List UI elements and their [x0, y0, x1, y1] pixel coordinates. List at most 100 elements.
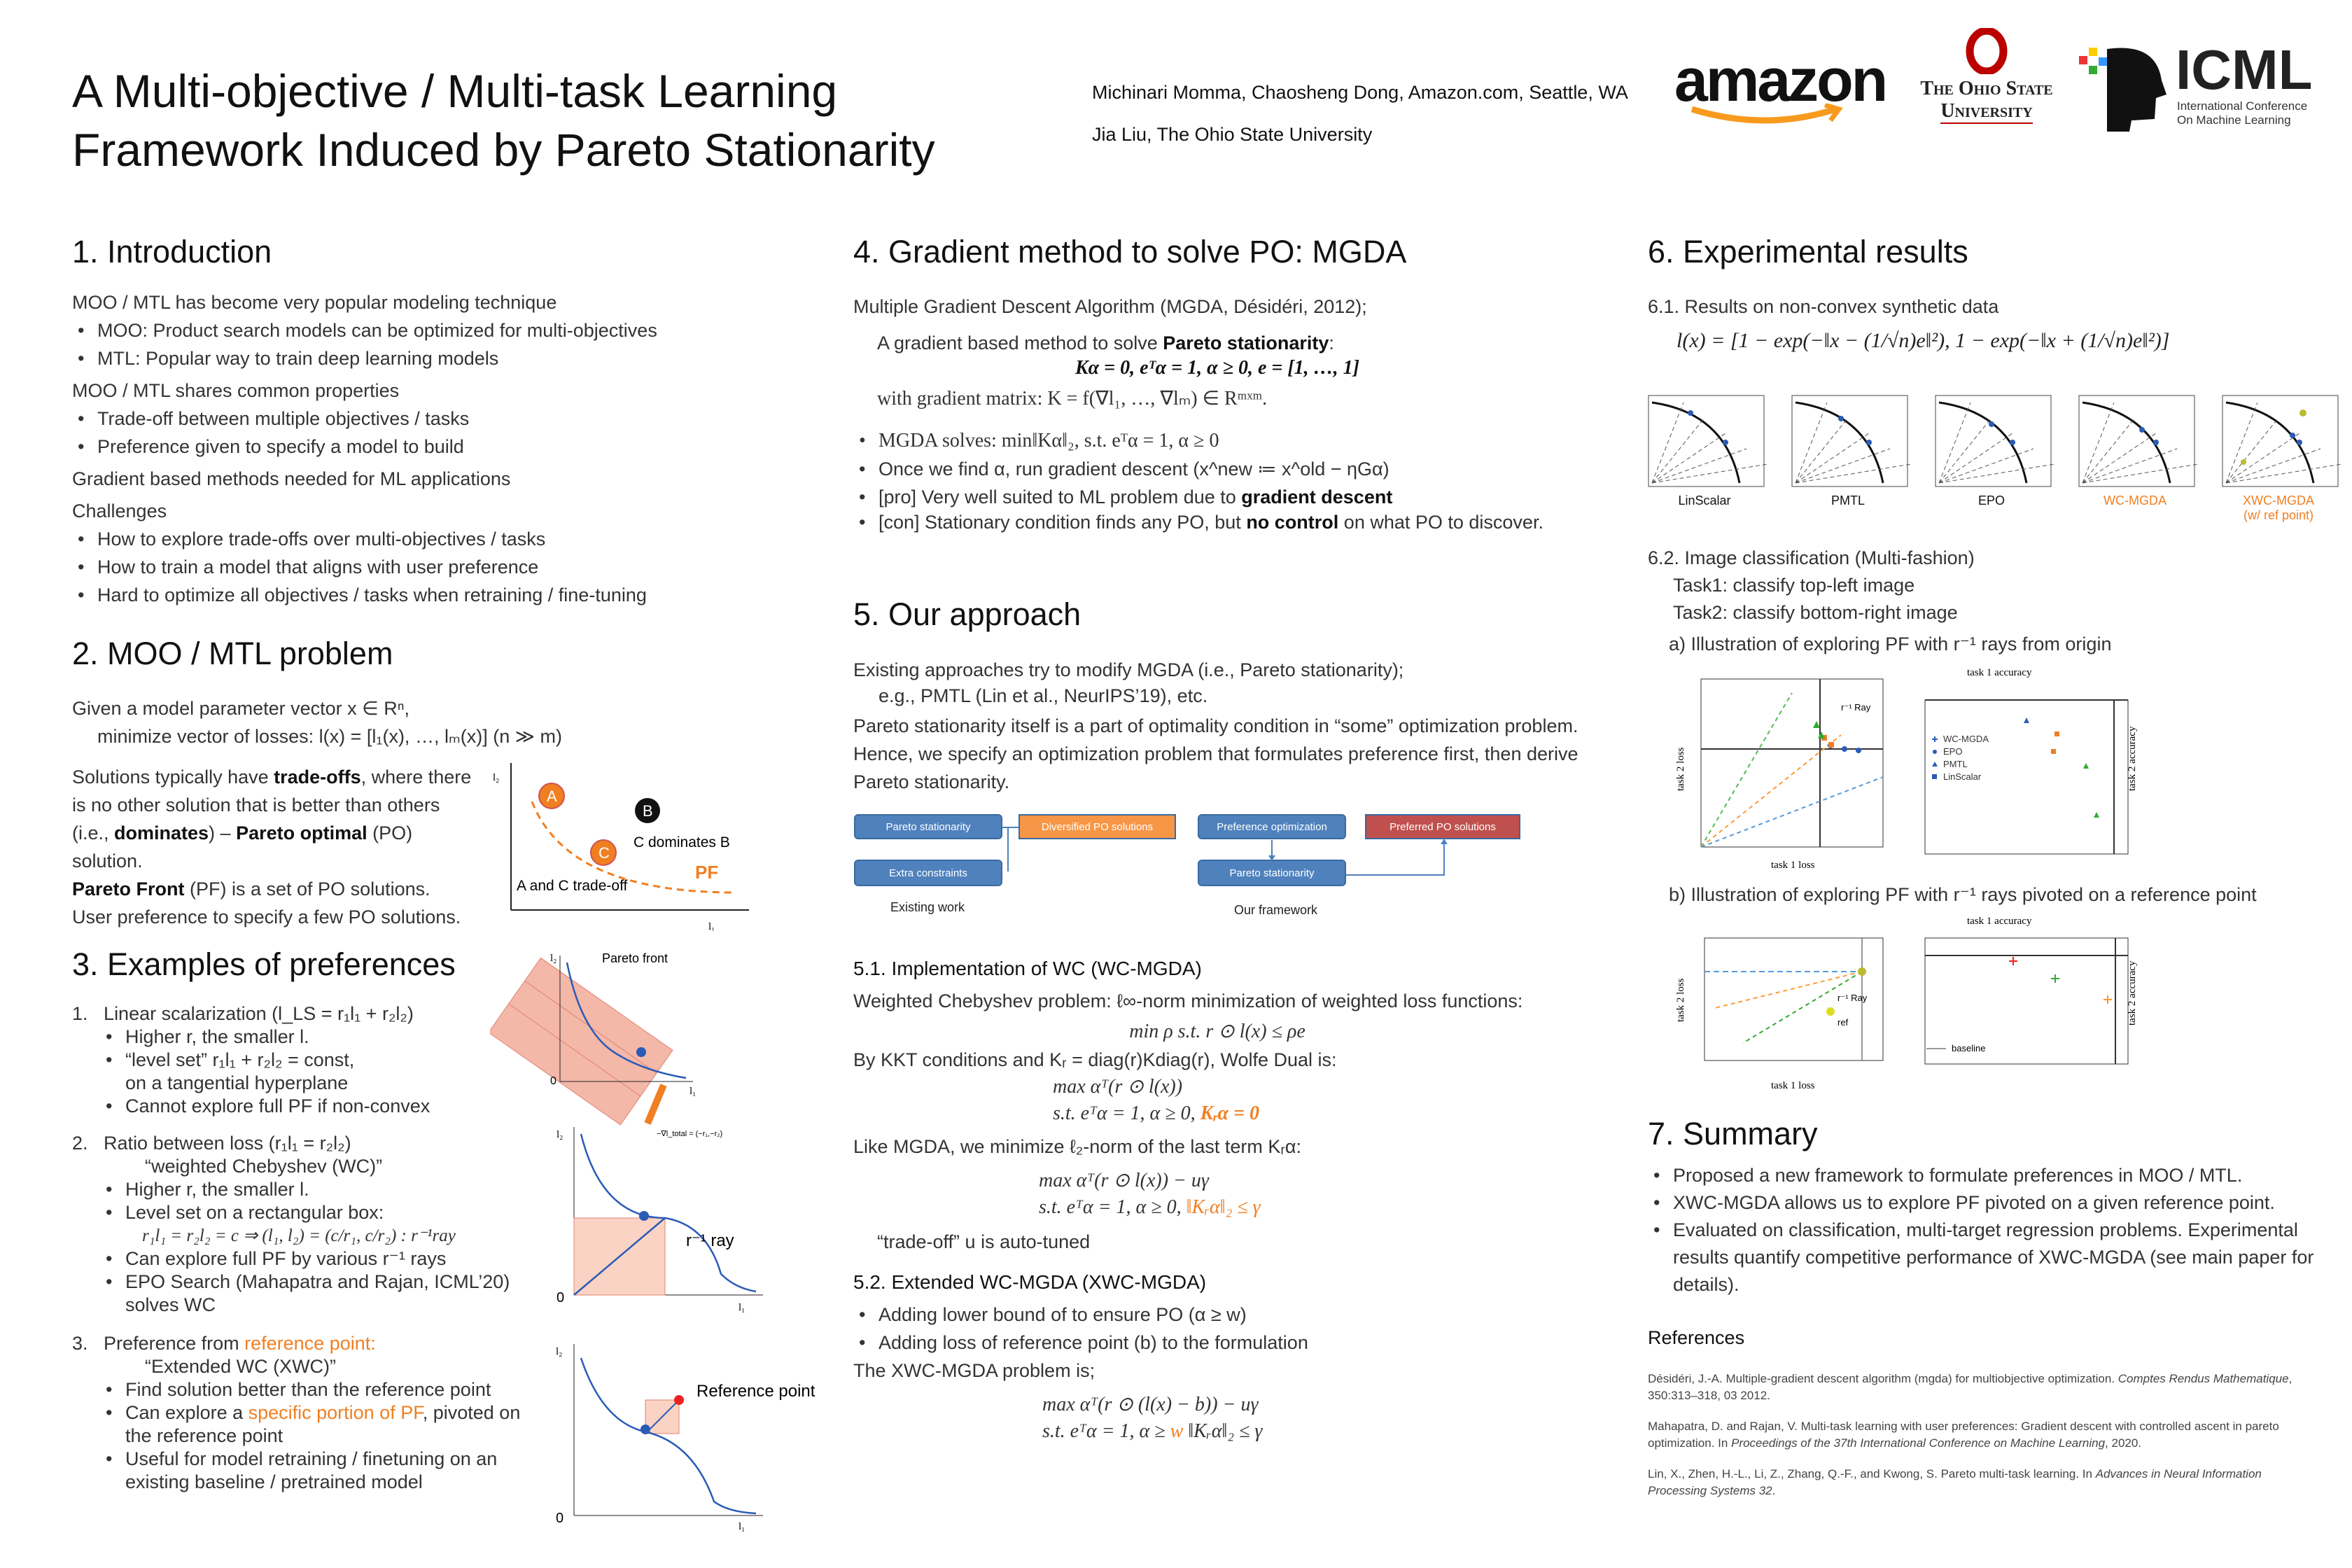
c-dominates-b-label: C dominates B: [634, 834, 730, 850]
diagram-box-pareto-stationarity: Pareto stationarity: [854, 814, 1002, 839]
rays-pivoted-plot: r⁻¹ Ray ref task 1 loss task 2 loss: [1675, 937, 1884, 1091]
bullet: How to explore trade-offs over multi-obj…: [72, 525, 772, 553]
synthetic-plot-2: EPO: [1925, 392, 2058, 523]
axis-l1: l₁: [708, 921, 715, 931]
title-line: A Multi-objective / Multi-task Learning: [72, 65, 838, 117]
bullet: Trade-off between multiple objectives / …: [72, 405, 772, 433]
user-preference-text: User preference to specify a few PO solu…: [72, 906, 461, 927]
moo-problem-intro: Given a model parameter vector x ∈ Rⁿ, m…: [72, 694, 772, 750]
intro-text: Gradient based methods needed for ML app…: [72, 468, 511, 489]
synthetic-plot-note: (w/ ref point): [2243, 508, 2314, 522]
synthetic-plot-graphic: [1791, 395, 1912, 487]
pareto-front-label: Pareto front: [602, 951, 668, 965]
existing-work-label: Existing work: [890, 900, 965, 914]
point-b-label: B: [643, 802, 653, 820]
accuracy-plot-a: task 1 accuracy WC-MGDAEPOPMTLLinScalar …: [1924, 667, 2138, 855]
svg-text:task 2 accuracy: task 2 accuracy: [2127, 726, 2138, 791]
subsection-5-1-heading: 5.1. Implementation of WC (WC-MGDA): [853, 958, 1202, 979]
svg-text:LinScalar: LinScalar: [1943, 771, 1982, 782]
svg-text:task 1 loss: task 1 loss: [1771, 860, 1815, 871]
svg-text:task 2 loss: task 2 loss: [1675, 747, 1686, 791]
synthetic-plot-graphic: [1648, 395, 1768, 487]
references-list: Désidéri, J.-A. Multiple-gradient descen…: [1648, 1371, 2320, 1513]
synthetic-plot-graphic: [1935, 395, 2055, 487]
our-framework-label: Our framework: [1234, 903, 1318, 917]
title-line: Framework Induced by Pareto Stationarity: [72, 124, 935, 176]
bullet: Hard to optimize all objectives / tasks …: [72, 581, 772, 609]
subsection-6-1-heading: 6.1. Results on non-convex synthetic dat…: [1648, 296, 1999, 317]
bullet: MTL: Popular way to train deep learning …: [72, 344, 772, 372]
problem-text: Given a model parameter vector x ∈ Rⁿ,: [72, 698, 410, 719]
svg-text:ref: ref: [1837, 1017, 1849, 1028]
subsection-5-2-heading: 5.2. Extended WC-MGDA (XWC-MGDA): [853, 1271, 1207, 1293]
point-a-label: A: [547, 788, 557, 805]
svg-text:l₁: l₁: [738, 1521, 745, 1532]
bullet: How to train a model that aligns with us…: [72, 553, 772, 581]
svg-text:r⁻¹ Ray: r⁻¹ Ray: [1837, 993, 1868, 1003]
diagram-box-preferred: Preferred PO solutions: [1365, 814, 1520, 839]
reference-item: Désidéri, J.-A. Multiple-gradient descen…: [1648, 1372, 2292, 1402]
section-1-heading: 1. Introduction: [72, 234, 272, 270]
reference-item: Lin, X., Zhen, H.-L., Li, Z., Zhang, Q.-…: [1648, 1467, 2262, 1497]
synthetic-plot-graphic: [2078, 395, 2199, 487]
synthetic-plot-label: PMTL: [1830, 493, 1865, 507]
svg-text:task 1 accuracy: task 1 accuracy: [1967, 916, 2032, 927]
intro-text: Challenges: [72, 500, 167, 522]
diagram-arrows: [1002, 827, 1448, 876]
svg-text:task 1 accuracy: task 1 accuracy: [1967, 667, 2032, 678]
svg-text:task 1 loss: task 1 loss: [1771, 1080, 1815, 1091]
svg-text:l₂: l₂: [550, 953, 556, 964]
synthetic-plot-label: EPO: [1977, 493, 2005, 507]
svg-text:PMTL: PMTL: [1943, 759, 1968, 769]
svg-text:task 2 loss: task 2 loss: [1675, 978, 1686, 1022]
synthetic-plot-1: PMTL: [1782, 392, 1914, 523]
synthetic-plot-graphic: [2222, 395, 2342, 487]
reference-item: Mahapatra, D. and Rajan, V. Multi-task l…: [1648, 1420, 2279, 1450]
section-2-heading: 2. MOO / MTL problem: [72, 636, 393, 671]
osu-block-o-icon: [1966, 27, 2008, 76]
approach-body: Existing approaches try to modify MGDA (…: [853, 659, 1578, 792]
synthetic-plot-4: XWC-MGDA(w/ ref point): [2212, 392, 2345, 523]
svg-text:l₂: l₂: [556, 1346, 562, 1357]
point-c-label: C: [598, 844, 610, 862]
bullet: Preference given to specify a model to b…: [72, 433, 772, 461]
accuracy-plot-b: task 1 accuracy baseline task 2 accuracy: [1924, 916, 2138, 1065]
wc-mgda-section: 5.1. Implementation of WC (WC-MGDA) Weig…: [853, 955, 1581, 1445]
synthetic-plot-0: LinScalar: [1638, 392, 1771, 523]
amazon-logo: amazon: [1674, 49, 1888, 124]
svg-text:task 2 accuracy: task 2 accuracy: [2127, 960, 2138, 1026]
image-classification-body: 6.2. Image classification (Multi-fashion…: [1648, 547, 2112, 654]
rays-pivoted-caption: b) Illustration of exploring PF with r⁻¹…: [1669, 884, 2257, 905]
diagram-box-preference-optimization: Preference optimization: [1198, 814, 1346, 839]
section-6-heading: 6. Experimental results: [1648, 234, 1968, 270]
pf-label: PF: [695, 862, 718, 883]
synthetic-plot-label: XWC-MGDA: [2243, 493, 2314, 507]
preference-item-2: 2. Ratio between loss (r₁l₁ = r₂l₂) “wei…: [72, 1132, 534, 1317]
osu-logo: The Ohio State University: [1910, 27, 2064, 124]
introduction-body: MOO / MTL has become very popular modeli…: [72, 288, 772, 609]
svg-text:baseline: baseline: [1952, 1043, 1985, 1054]
mgda-body: Multiple Gradient Descent Algorithm (MGD…: [853, 293, 1581, 534]
synthetic-plot-label: WC-MGDA: [2104, 493, 2166, 507]
diagram-box-diversified: Diversified PO solutions: [1018, 814, 1176, 839]
bullet: MOO: Product search models can be optimi…: [72, 316, 772, 344]
authors-line-2: Jia Liu, The Ohio State University: [1092, 124, 1373, 145]
svg-text:0: 0: [550, 1075, 556, 1087]
svg-text:−∇l_total = (−r₁,−r₂): −∇l_total = (−r₁,−r₂): [657, 1130, 722, 1138]
svg-text:WC-MGDA: WC-MGDA: [1943, 734, 1989, 744]
legend-markers: [1932, 736, 1938, 779]
icml-head-icon: [2079, 48, 2166, 132]
preference-item-3: 3. Preference from reference point: “Ext…: [72, 1332, 534, 1494]
pareto-front-text: Pareto Front (PF) is a set of PO solutio…: [72, 878, 430, 899]
section-3-heading: 3. Examples of preferences: [72, 946, 456, 982]
preference-item-1: 1. Linear scalarization (l_LS = r₁l₁ + r…: [72, 1002, 534, 1118]
section-4-heading: 4. Gradient method to solve PO: MGDA: [853, 234, 1407, 270]
svg-text:EPO: EPO: [1943, 746, 1962, 757]
diagram-box-extra-constraints: Extra constraints: [854, 860, 1002, 886]
section-5-heading: 5. Our approach: [853, 596, 1082, 632]
trade-off-label: A and C trade-off: [517, 878, 628, 894]
synthetic-loss-equation: l(x) = [1 − exp(−‖x − (1/√n)e‖²), 1 − ex…: [1676, 329, 2170, 352]
